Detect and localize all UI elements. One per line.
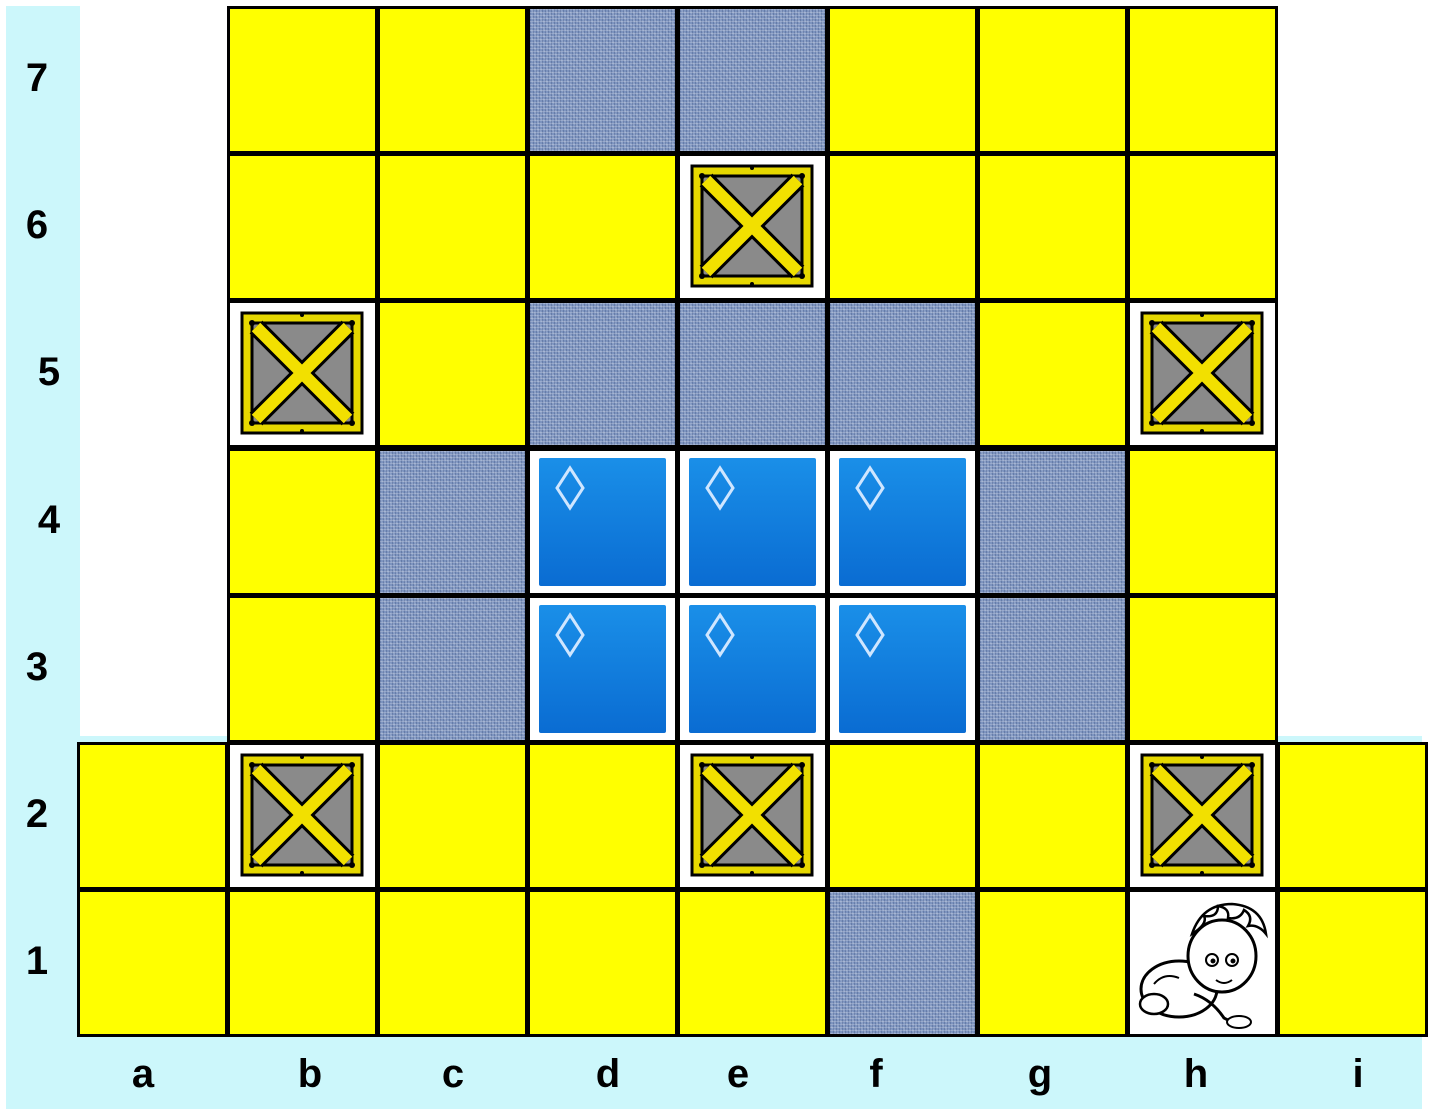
floor-cell-c7[interactable] bbox=[377, 6, 528, 154]
water-cell-f3[interactable] bbox=[827, 595, 978, 743]
wall-cell-f5[interactable] bbox=[827, 300, 978, 448]
wall-cell-f1[interactable] bbox=[827, 889, 978, 1037]
crate-cell-e6[interactable] bbox=[677, 153, 828, 301]
row-label-1: 1 bbox=[22, 939, 52, 984]
wall-cell-e7[interactable] bbox=[677, 6, 828, 154]
row-label-5: 5 bbox=[34, 350, 64, 395]
crate-icon[interactable] bbox=[1140, 753, 1264, 877]
column-label-d: d bbox=[578, 1052, 638, 1097]
column-label-g: g bbox=[1010, 1052, 1070, 1097]
floor-cell-i1[interactable] bbox=[1277, 889, 1428, 1037]
floor-cell-b3[interactable] bbox=[227, 595, 378, 743]
water-tile-icon bbox=[539, 605, 666, 733]
crate-icon[interactable] bbox=[240, 753, 364, 877]
crate-icon[interactable] bbox=[690, 164, 814, 288]
floor-cell-e1[interactable] bbox=[677, 889, 828, 1037]
floor-cell-h3[interactable] bbox=[1127, 595, 1278, 743]
floor-cell-c1[interactable] bbox=[377, 889, 528, 1037]
child-character-icon[interactable] bbox=[1134, 894, 1274, 1034]
water-cell-d4[interactable] bbox=[527, 448, 678, 596]
floor-cell-f2[interactable] bbox=[827, 742, 978, 890]
floor-cell-b4[interactable] bbox=[227, 448, 378, 596]
water-tile-icon bbox=[839, 458, 966, 586]
crate-cell-b2[interactable] bbox=[227, 742, 378, 890]
wall-cell-e5[interactable] bbox=[677, 300, 828, 448]
floor-cell-c5[interactable] bbox=[377, 300, 528, 448]
row-label-7: 7 bbox=[22, 56, 52, 101]
water-cell-d3[interactable] bbox=[527, 595, 678, 743]
floor-cell-c2[interactable] bbox=[377, 742, 528, 890]
column-label-c: c bbox=[423, 1052, 483, 1097]
floor-cell-b7[interactable] bbox=[227, 6, 378, 154]
column-label-a: a bbox=[113, 1052, 173, 1097]
floor-cell-h4[interactable] bbox=[1127, 448, 1278, 596]
floor-cell-a2[interactable] bbox=[77, 742, 228, 890]
floor-cell-g7[interactable] bbox=[977, 6, 1128, 154]
row-label-3: 3 bbox=[22, 645, 52, 690]
crate-icon[interactable] bbox=[1140, 311, 1264, 435]
crate-icon[interactable] bbox=[690, 753, 814, 877]
floor-cell-d2[interactable] bbox=[527, 742, 678, 890]
floor-cell-f6[interactable] bbox=[827, 153, 978, 301]
column-label-e: e bbox=[708, 1052, 768, 1097]
floor-cell-a1[interactable] bbox=[77, 889, 228, 1037]
floor-cell-d1[interactable] bbox=[527, 889, 678, 1037]
column-label-b: b bbox=[280, 1052, 340, 1097]
row-label-4: 4 bbox=[34, 498, 64, 543]
column-label-h: h bbox=[1166, 1052, 1226, 1097]
crate-cell-e2[interactable] bbox=[677, 742, 828, 890]
water-cell-e4[interactable] bbox=[677, 448, 828, 596]
floor-cell-h7[interactable] bbox=[1127, 6, 1278, 154]
water-tile-icon bbox=[839, 605, 966, 733]
water-tile-icon bbox=[689, 458, 816, 586]
floor-cell-i2[interactable] bbox=[1277, 742, 1428, 890]
crate-cell-h2[interactable] bbox=[1127, 742, 1278, 890]
floor-cell-g5[interactable] bbox=[977, 300, 1128, 448]
floor-cell-h6[interactable] bbox=[1127, 153, 1278, 301]
column-label-i: i bbox=[1328, 1052, 1388, 1097]
floor-cell-g2[interactable] bbox=[977, 742, 1128, 890]
water-cell-e3[interactable] bbox=[677, 595, 828, 743]
crate-cell-b5[interactable] bbox=[227, 300, 378, 448]
floor-cell-f7[interactable] bbox=[827, 6, 978, 154]
wall-cell-c4[interactable] bbox=[377, 448, 528, 596]
row-label-2: 2 bbox=[22, 792, 52, 837]
wall-cell-g4[interactable] bbox=[977, 448, 1128, 596]
player-cell-h1[interactable] bbox=[1127, 889, 1278, 1037]
wall-cell-d5[interactable] bbox=[527, 300, 678, 448]
floor-cell-g1[interactable] bbox=[977, 889, 1128, 1037]
floor-cell-g6[interactable] bbox=[977, 153, 1128, 301]
water-tile-icon bbox=[689, 605, 816, 733]
water-cell-f4[interactable] bbox=[827, 448, 978, 596]
crate-cell-h5[interactable] bbox=[1127, 300, 1278, 448]
floor-cell-d6[interactable] bbox=[527, 153, 678, 301]
floor-cell-b6[interactable] bbox=[227, 153, 378, 301]
floor-cell-b1[interactable] bbox=[227, 889, 378, 1037]
column-label-f: f bbox=[846, 1052, 906, 1097]
floor-cell-c6[interactable] bbox=[377, 153, 528, 301]
crate-icon[interactable] bbox=[240, 311, 364, 435]
water-tile-icon bbox=[539, 458, 666, 586]
game-board bbox=[0, 0, 1439, 1040]
wall-cell-g3[interactable] bbox=[977, 595, 1128, 743]
row-label-6: 6 bbox=[22, 203, 52, 248]
wall-cell-c3[interactable] bbox=[377, 595, 528, 743]
wall-cell-d7[interactable] bbox=[527, 6, 678, 154]
